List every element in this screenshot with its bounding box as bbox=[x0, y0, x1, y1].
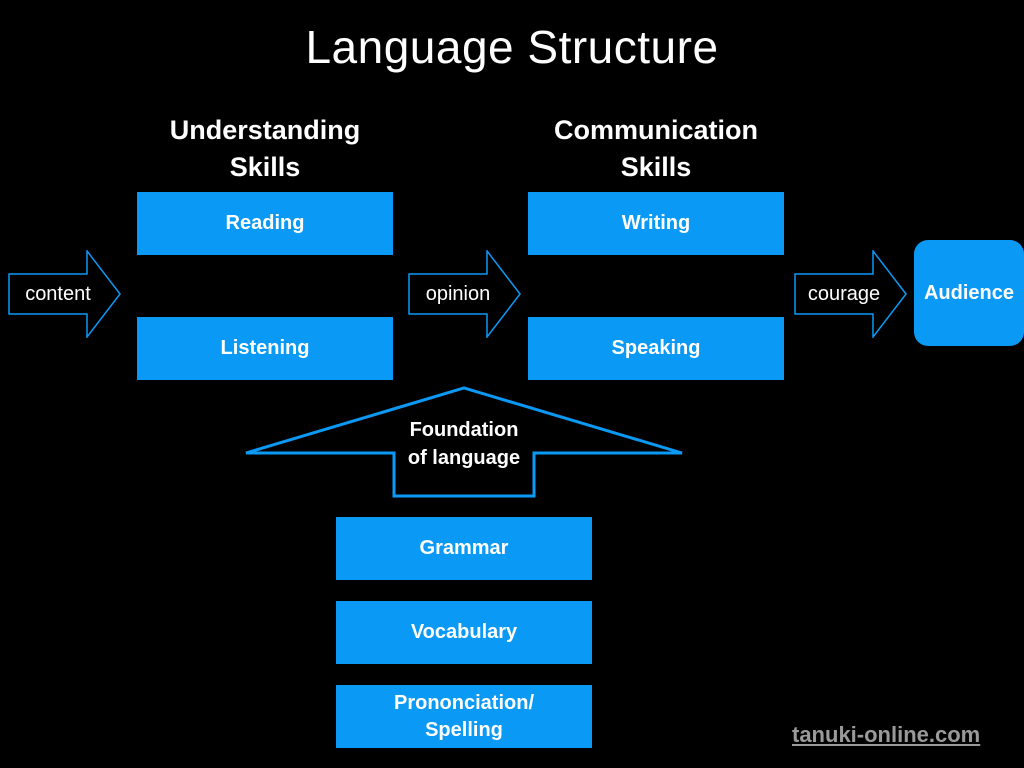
foundation-arrow bbox=[244, 386, 684, 498]
watermark-link[interactable]: tanuki-online.com bbox=[792, 722, 981, 747]
communication-heading-line2: Skills bbox=[620, 152, 692, 182]
understanding-heading-line1: Understanding bbox=[169, 115, 361, 145]
understanding-heading-line2: Skills bbox=[229, 152, 301, 182]
arrow-shape-opinion bbox=[408, 250, 521, 338]
pronunciation-spelling-box: Prononciation/ Spelling bbox=[336, 685, 592, 748]
audience-box: Audience bbox=[914, 240, 1024, 346]
communication-skills-heading: Communication Skills bbox=[506, 112, 806, 186]
page-title: Language Structure bbox=[305, 21, 719, 73]
communication-heading-line1: Communication bbox=[553, 115, 758, 145]
courage-arrow-label: courage bbox=[807, 282, 881, 305]
writing-box: Writing bbox=[528, 192, 784, 255]
vocabulary-box: Vocabulary bbox=[336, 601, 592, 664]
foundation-label-line2: of language bbox=[407, 447, 521, 469]
arrow-shape-content bbox=[8, 250, 121, 338]
courage-arrow: courage bbox=[794, 250, 908, 338]
speaking-box: Speaking bbox=[528, 317, 784, 380]
reading-box: Reading bbox=[137, 192, 393, 255]
opinion-arrow: opinion bbox=[408, 250, 522, 338]
content-arrow: content bbox=[8, 250, 122, 338]
foundation-label-line1: Foundation bbox=[409, 419, 519, 441]
foundation-label: Foundation of language bbox=[364, 416, 564, 472]
foundation-arrow-shape bbox=[245, 386, 683, 498]
arrow-shape-courage bbox=[794, 250, 907, 338]
listening-box: Listening bbox=[137, 317, 393, 380]
understanding-skills-heading: Understanding Skills bbox=[115, 112, 415, 186]
content-arrow-label: content bbox=[25, 282, 91, 305]
opinion-arrow-label: opinion bbox=[425, 282, 491, 305]
pronunciation-label: Prononciation/ bbox=[394, 691, 534, 714]
grammar-box: Grammar bbox=[336, 517, 592, 580]
spelling-label: Spelling bbox=[425, 718, 503, 741]
